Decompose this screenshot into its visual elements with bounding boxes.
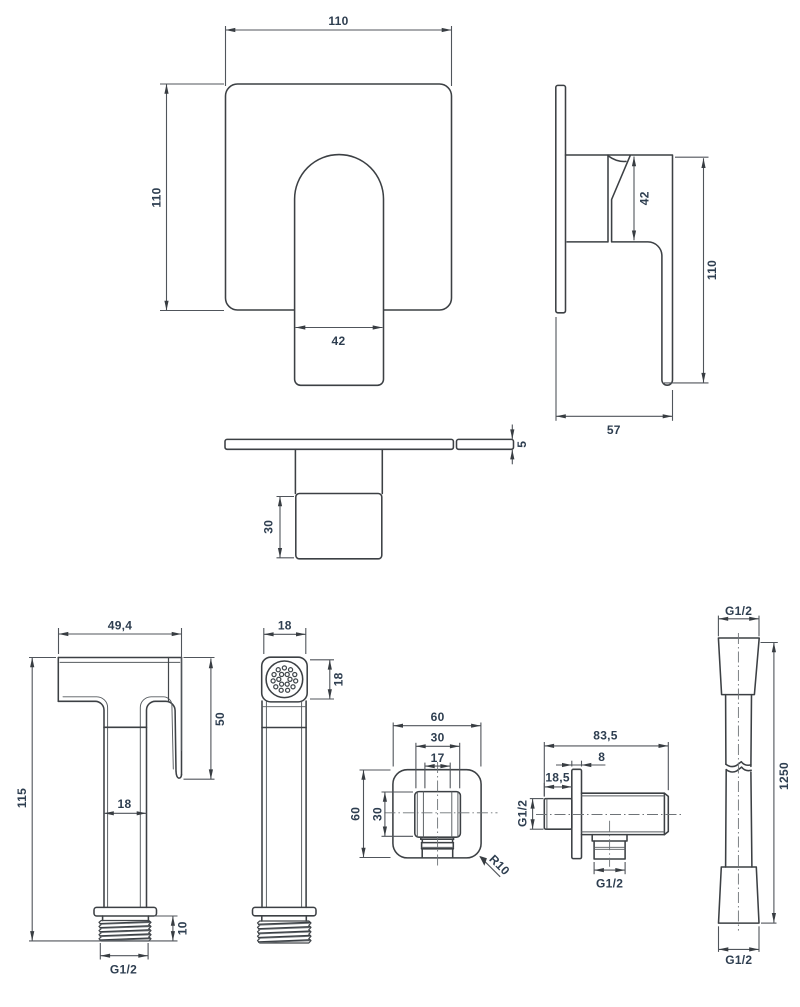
svg-text:18: 18 — [331, 672, 345, 686]
svg-text:5: 5 — [515, 441, 529, 448]
svg-text:1250: 1250 — [777, 762, 791, 790]
svg-text:110: 110 — [328, 14, 348, 28]
svg-text:G1/2: G1/2 — [515, 800, 529, 827]
svg-text:18: 18 — [278, 619, 292, 633]
svg-text:110: 110 — [150, 187, 164, 207]
svg-text:18: 18 — [118, 797, 132, 811]
svg-text:30: 30 — [262, 520, 276, 534]
svg-text:G1/2: G1/2 — [596, 876, 623, 890]
svg-text:30: 30 — [431, 730, 445, 744]
svg-text:60: 60 — [348, 807, 362, 821]
svg-text:49,4: 49,4 — [108, 618, 133, 632]
svg-text:83,5: 83,5 — [593, 729, 618, 743]
svg-text:57: 57 — [607, 423, 621, 437]
svg-text:42: 42 — [332, 334, 346, 348]
svg-text:42: 42 — [638, 191, 652, 205]
svg-text:50: 50 — [213, 712, 227, 726]
svg-text:60: 60 — [431, 710, 445, 724]
svg-text:17: 17 — [431, 751, 445, 765]
svg-text:10: 10 — [175, 921, 189, 935]
svg-text:G1/2: G1/2 — [725, 953, 752, 967]
svg-text:G1/2: G1/2 — [725, 604, 752, 618]
svg-text:30: 30 — [371, 807, 385, 821]
svg-text:18,5: 18,5 — [545, 770, 570, 784]
svg-text:110: 110 — [705, 260, 719, 280]
svg-text:G1/2: G1/2 — [110, 962, 137, 976]
svg-text:8: 8 — [598, 750, 605, 764]
svg-text:115: 115 — [15, 788, 29, 808]
